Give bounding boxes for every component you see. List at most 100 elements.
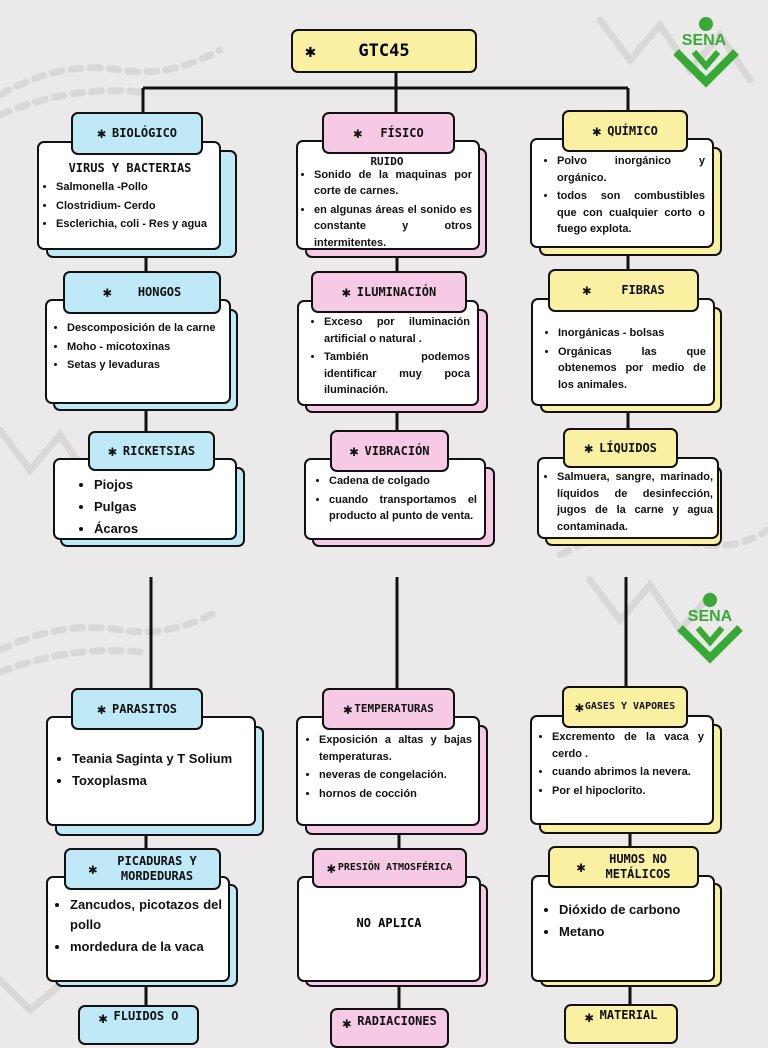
list-item: Toxoplasma [72, 771, 255, 791]
list-item: en algunas áreas el sonido es constante … [314, 202, 472, 252]
list-item: Piojos [94, 475, 222, 495]
asterisk-icon: ✱ [574, 697, 584, 716]
list-item: Setas y levaduras [67, 357, 235, 374]
iluminacion-card [297, 300, 479, 406]
iluminacion-label: ✱ILUMINACIÓN [311, 271, 467, 313]
fisico-label: ✱FÍSICO [322, 112, 455, 154]
fisico-content: RUIDO Sonido de la maquinas por corte de… [302, 154, 472, 253]
asterisk-icon: ✱ [326, 858, 336, 877]
asterisk-icon: ✱ [342, 1014, 352, 1032]
list-item: Inorgánicas - bolsas [558, 325, 706, 342]
list-item: Sonido de la maquinas por corte de carne… [314, 167, 472, 200]
list-item: hornos de cocción [319, 786, 472, 803]
asterisk-icon: ✱ [96, 699, 106, 718]
sena-logo-2: SENA [670, 592, 750, 664]
presion-text: NO APLICA [356, 916, 422, 930]
temperaturas-label: ✱TEMPERATURAS [322, 688, 455, 730]
connector-lines [141, 73, 632, 1008]
list-item: Esclerichia, coli - Res y agua [56, 216, 216, 233]
asterisk-icon: ✱ [584, 438, 594, 457]
ricketsias-card [53, 458, 237, 540]
vibracion-content: Cadena de colgado cuando transportamos e… [317, 473, 477, 527]
parasitos-card [46, 716, 256, 826]
asterisk-icon: ✱ [582, 281, 592, 300]
list-item: Excremento de la vaca y cerdo . [552, 729, 704, 762]
picaduras-card [46, 876, 230, 982]
quimico-content: Polvo inorgánico y orgánico. todos son c… [545, 153, 705, 240]
presion-label: ✱PRESIÓN ATMOSFÉRICA [312, 848, 467, 888]
sena-logo: SENA [664, 16, 744, 88]
material-label: ✱MATERIAL [564, 1004, 678, 1044]
parasitos-content: Teania Saginta y T Solium Toxoplasma [60, 749, 255, 793]
list-item: Zancudos, picotazos del pollo [70, 895, 222, 935]
list-item: Dióxido de carbono [559, 900, 707, 920]
biologico-card [37, 141, 221, 250]
list-item: Polvo inorgánico y orgánico. [557, 153, 705, 186]
gases-label: ✱GASES Y VAPORES [562, 686, 688, 728]
temperaturas-content: Exposición a altas y bajas temperaturas.… [307, 732, 472, 804]
asterisk-icon: ✱ [341, 282, 351, 301]
asterisk-icon: ✱ [592, 121, 602, 140]
title-text: GTC45 [358, 41, 410, 61]
list-item: todos son combustibles que con cualquier… [557, 188, 705, 238]
list-item: mordedura de la vaca [70, 937, 222, 957]
asterisk-icon: ✱ [349, 441, 359, 460]
biologico-content: VIRUS Y BACTERIAS Salmonella -Pollo Clos… [44, 159, 216, 235]
list-item: Salmuera, sangre, marinado, líquidos de … [557, 469, 713, 535]
liquidos-label: ✱LÍQUIDOS [563, 428, 678, 468]
asterisk-icon: ✱ [102, 283, 112, 302]
list-item: Ácaros [94, 519, 222, 539]
list-item: Orgánicas las que obtenemos por medio de… [558, 344, 706, 394]
hongos-card [45, 299, 231, 404]
fibras-label: ✱FIBRAS [548, 269, 699, 312]
list-item: Pulgas [94, 497, 222, 517]
sena-logo-icon [677, 593, 743, 664]
parasitos-label: ✱PARASITOS [71, 688, 203, 730]
gases-card [530, 715, 714, 825]
humos-label: ✱ HUMOS NO METÁLICOS [548, 846, 699, 888]
vibracion-label: ✱VIBRACIÓN [330, 430, 449, 472]
list-item: Moho - micotoxinas [67, 339, 235, 356]
asterisk-icon: ✱ [584, 1008, 594, 1026]
hongos-label: ✱HONGOS [63, 271, 221, 314]
fluidos-label: ✱FLUIDOS O [78, 1005, 199, 1045]
list-item: Exceso por iluminación artificial o natu… [324, 314, 470, 347]
list-item: cuando transportamos el producto al punt… [329, 492, 477, 525]
biologico-subtitle: VIRUS Y BACTERIAS [68, 161, 192, 175]
list-item: Exposición a altas y bajas temperaturas. [319, 732, 472, 765]
asterisk-icon: ✱ [96, 124, 106, 143]
quimico-card [530, 138, 714, 248]
list-item: También podemos identificar muy poca ilu… [324, 349, 470, 399]
humos-content: Dióxido de carbono Metano [547, 900, 707, 944]
asterisk-icon: ✱ [107, 441, 117, 460]
asterisk-icon: ✱ [576, 857, 586, 876]
diagram-title: ✱ GTC45 [291, 29, 477, 73]
quimico-label: ✱QUÍMICO [562, 110, 688, 152]
list-item: Descomposición de la carne [67, 320, 235, 337]
biologico-label: ✱BIOLÓGICO [71, 112, 203, 155]
list-item: Por el hipoclorito. [552, 783, 704, 800]
list-item: cuando abrimos la nevera. [552, 764, 704, 781]
list-item: Metano [559, 922, 707, 942]
list-item: Cadena de colgado [329, 473, 477, 490]
picaduras-label: ✱ PICADURAS Y MORDEDURAS [64, 848, 221, 890]
fibras-content: Inorgánicas - bolsas Orgánicas las que o… [546, 325, 706, 395]
radiaciones-label: ✱RADIACIONES [330, 1008, 449, 1048]
ricketsias-label: ✱RICKETSIAS [88, 431, 215, 471]
asterisk-icon: ✱ [88, 859, 98, 878]
ricketsias-content: Piojos Pulgas Ácaros [82, 475, 222, 541]
picaduras-content: Zancudos, picotazos del pollo mordedura … [58, 895, 222, 959]
fisico-card [296, 140, 480, 250]
asterisk-icon: ✱ [343, 699, 353, 718]
presion-card [297, 876, 481, 982]
iluminacion-content: Exceso por iluminación artificial o natu… [312, 314, 470, 401]
fisico-subtitle: RUIDO [370, 155, 404, 168]
gases-content: Excremento de la vaca y cerdo . cuando a… [540, 729, 704, 801]
hongos-content: Descomposición de la carne Moho - micoto… [55, 320, 235, 376]
list-item: Clostridium- Cerdo [56, 198, 216, 215]
liquidos-content: Salmuera, sangre, marinado, líquidos de … [545, 469, 713, 537]
list-item: Salmonella -Pollo [56, 179, 216, 196]
list-item: Teania Saginta y T Solium [72, 749, 255, 769]
asterisk-icon: ✱ [305, 40, 316, 62]
list-item: neveras de congelación. [319, 767, 472, 784]
